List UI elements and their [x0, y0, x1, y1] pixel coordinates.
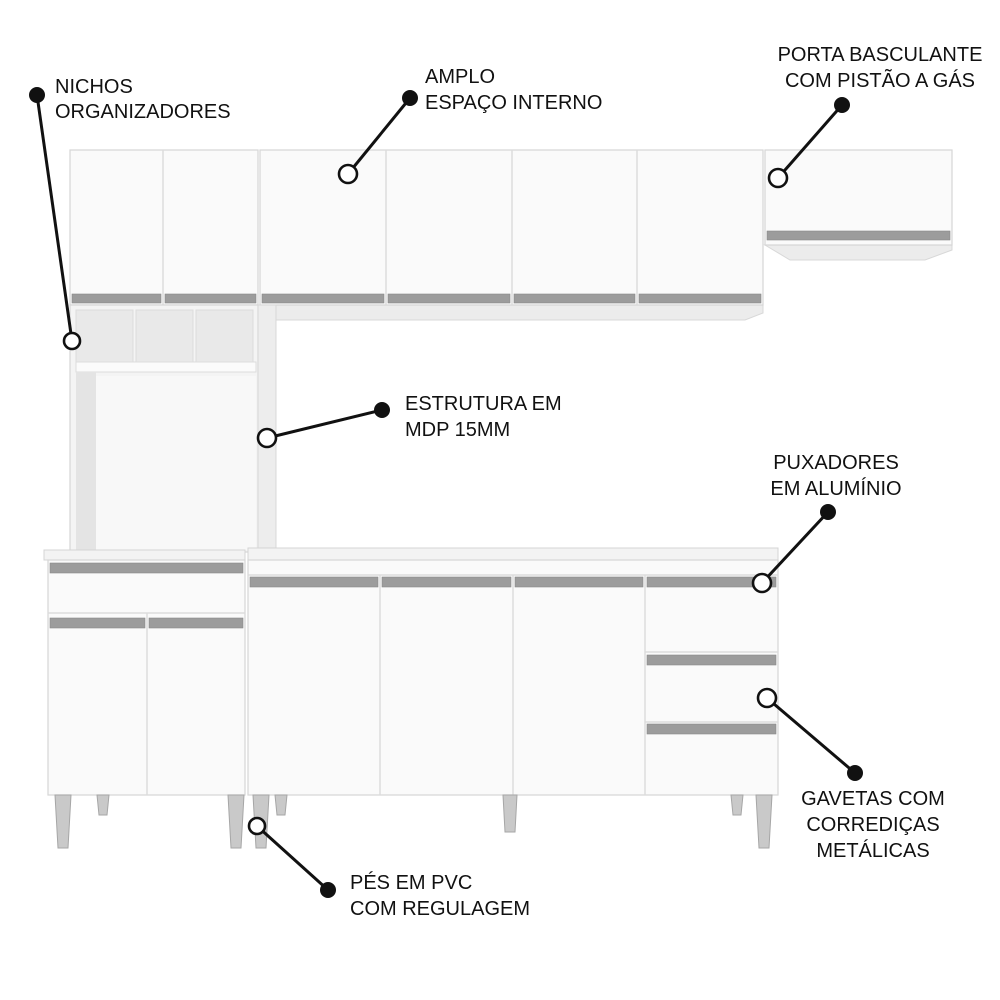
callout-leader-line [346, 97, 412, 175]
callout-label-line: EM ALUMÍNIO [770, 477, 901, 500]
callout-label-line: CORREDIÇAS [806, 814, 939, 836]
aluminium-handle [249, 576, 379, 588]
callout-label-line: PÉS EM PVC [350, 871, 472, 894]
open-space-side-shadow [76, 372, 96, 550]
callout-label-line: COM PISTÃO A GÁS [785, 68, 975, 92]
flip-door [764, 149, 953, 246]
callout-target-marker [767, 167, 789, 189]
callout-target-marker [337, 163, 359, 185]
aluminium-handle [71, 293, 162, 304]
countertop-left [43, 549, 246, 561]
callout-label-line: AMPLO [425, 66, 495, 88]
pvc-leg [730, 794, 744, 816]
callout-leader-line [766, 696, 856, 775]
callout-leader-line [255, 824, 330, 892]
aluminium-handle [49, 562, 244, 574]
cabinet-underside [260, 304, 764, 321]
callout-label-line: COM REGULAGEM [350, 898, 530, 920]
callout-label-line: ESTRUTURA EM [405, 393, 562, 415]
pvc-leg [755, 794, 773, 849]
callout-puxadores: PUXADORES EM ALUMÍNIO [751, 452, 902, 594]
callout-label-line: GAVETAS COM [801, 788, 945, 810]
niche-shelf [75, 361, 257, 373]
callout-leader-line [35, 94, 74, 342]
upper-left-cabinet-body [69, 149, 259, 306]
tall-niche-unit [69, 304, 277, 553]
callout-target-marker [256, 427, 278, 449]
callout-label-line: MDP 15MM [405, 419, 510, 441]
pvc-leg [54, 794, 72, 849]
callout-target-marker [247, 816, 267, 836]
pvc-leg [227, 794, 245, 849]
adjustable-legs [54, 794, 773, 849]
aluminium-handle [164, 293, 257, 304]
callout-anchor-dot [820, 504, 836, 520]
callout-nichos: NICHOS ORGANIZADORES [29, 76, 231, 351]
callout-label-line: PUXADORES [773, 452, 899, 474]
callout-pes: PÉS EM PVC COM REGULAGEM [247, 816, 530, 920]
aluminium-handle [513, 293, 636, 304]
aluminium-handle [261, 293, 385, 304]
callout-label-line: NICHOS [55, 76, 133, 98]
aluminium-handle [646, 576, 777, 588]
upper-right-flip-cabinet [763, 149, 953, 261]
aluminium-handle [766, 230, 951, 241]
callout-anchor-dot [29, 87, 45, 103]
cabinet-underside [763, 244, 953, 261]
open-space-back-panel [96, 376, 256, 550]
aluminium-handle [646, 654, 777, 666]
callout-amplo: AMPLO ESPAÇO INTERNO [337, 66, 602, 185]
aluminium-handle [49, 617, 146, 629]
callout-target-marker [62, 331, 82, 351]
aluminium-handle [148, 617, 244, 629]
callout-target-marker [756, 687, 778, 709]
callout-leader-line [776, 104, 844, 179]
callout-anchor-dot [320, 882, 336, 898]
aluminium-handle [381, 576, 512, 588]
callout-label-line: METÁLICAS [816, 839, 929, 862]
callout-anchor-dot [847, 765, 863, 781]
lower-left-cabinet [47, 559, 246, 796]
callout-estrutura: ESTRUTURA EM MDP 15MM [256, 393, 562, 449]
pvc-leg [502, 794, 518, 833]
callout-leader-line [266, 408, 383, 440]
callout-porta-basculante: PORTA BASCULANTE COM PISTÃO A GÁS [767, 44, 983, 189]
aluminium-handle [387, 293, 511, 304]
niche-compartment [135, 309, 194, 363]
callout-label-line: ESPAÇO INTERNO [425, 92, 602, 114]
callout-leader-line [760, 510, 830, 585]
callout-anchor-dot [374, 402, 390, 418]
upper-left-cabinet [69, 149, 259, 306]
aluminium-handle [646, 723, 777, 735]
callout-gavetas: GAVETAS COM CORREDIÇAS METÁLICAS [756, 687, 945, 862]
upper-middle-cabinet [259, 149, 764, 321]
aluminium-handle [638, 293, 762, 304]
countertop-right [247, 547, 779, 561]
aluminium-handle [514, 576, 644, 588]
niche-compartment [195, 309, 254, 363]
callout-label-line: PORTA BASCULANTE [778, 44, 983, 66]
pvc-leg [274, 794, 288, 816]
callout-label-line: ORGANIZADORES [55, 101, 231, 123]
pvc-leg [96, 794, 110, 816]
callout-anchor-dot [402, 90, 418, 106]
lower-right-cabinet [247, 559, 779, 796]
callout-anchor-dot [834, 97, 850, 113]
niche-compartment [75, 309, 134, 363]
callout-target-marker [751, 572, 773, 594]
